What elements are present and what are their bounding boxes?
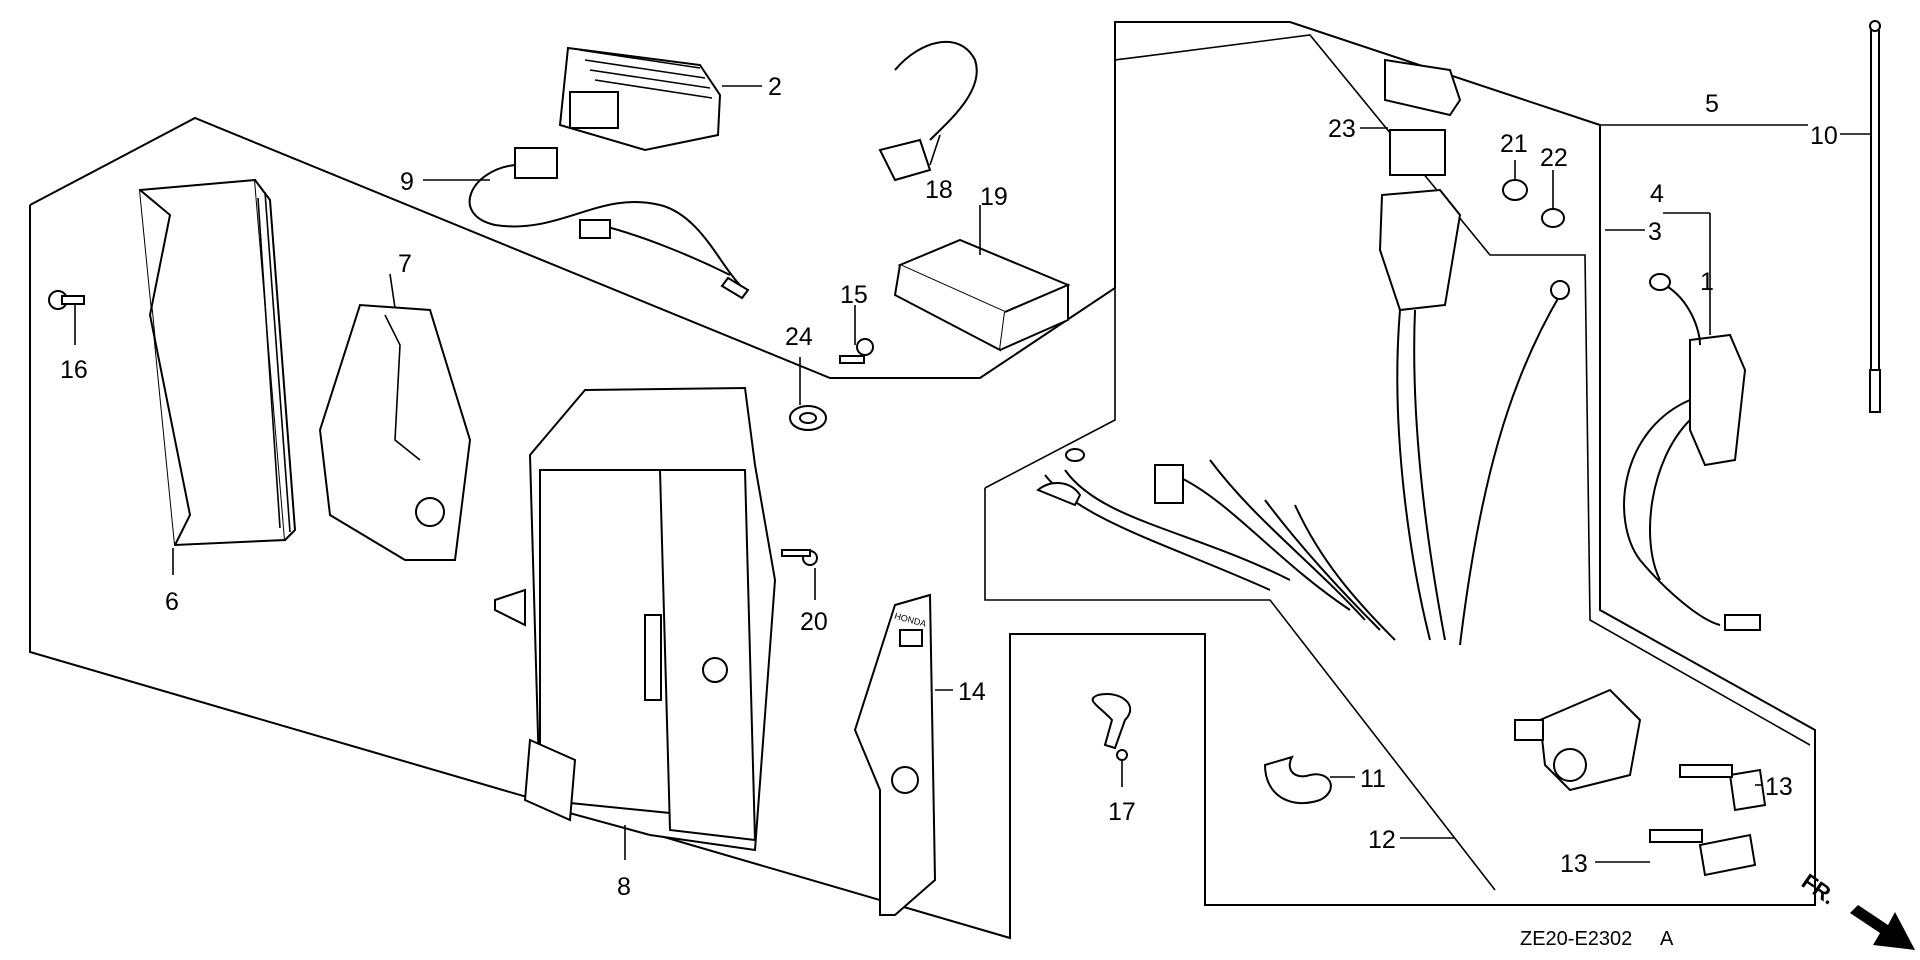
front-direction-indicator: FR.	[1797, 869, 1915, 950]
callout-5: 5	[1705, 90, 1719, 118]
rod-10-part	[1869, 20, 1881, 413]
callout-16: 16	[60, 356, 88, 384]
diagram-reference-code: ZE20-E2302	[1520, 928, 1632, 950]
callout-23: 23	[1328, 115, 1356, 143]
tube-19-part	[893, 238, 1071, 352]
callout-3: 3	[1648, 218, 1662, 246]
callout-11: 11	[1360, 765, 1386, 793]
callout-7: 7	[398, 250, 412, 278]
main-harness-part	[1036, 280, 1642, 792]
bracket-7-part	[318, 303, 472, 561]
callout-10: 10	[1810, 122, 1838, 150]
bolt-15-part	[839, 338, 874, 364]
side-cover-part	[138, 178, 297, 547]
callout-labels: 2 9 18 19 15 24 16 7 6 8 20 14 17 11 12 …	[60, 73, 1838, 901]
plate-14-part: HONDA	[853, 593, 937, 916]
direction-label: FR.	[1797, 869, 1840, 910]
callout-22: 22	[1540, 144, 1568, 172]
callout-9: 9	[400, 168, 414, 196]
diagram-revision-letter: A	[1660, 928, 1674, 950]
switch-1-part	[1623, 273, 1761, 631]
clamp-11-part	[1263, 755, 1332, 805]
screw-16-part	[48, 290, 85, 310]
callout-1: 1	[1700, 268, 1714, 296]
callout-13-lower: 13	[1560, 850, 1588, 878]
callout-4: 4	[1650, 180, 1664, 208]
callout-2: 2	[768, 73, 782, 101]
callout-17: 17	[1108, 798, 1136, 826]
callout-21: 21	[1500, 130, 1528, 158]
callout-19: 19	[980, 183, 1008, 211]
control-box-part	[494, 386, 777, 852]
clip-17-part	[1091, 693, 1132, 761]
nut-21-part	[1502, 179, 1528, 201]
harness-9-part	[468, 147, 750, 300]
callout-20: 20	[800, 608, 828, 636]
keys-13-part	[1649, 764, 1767, 877]
leader-lines	[74, 85, 1870, 863]
callout-14: 14	[958, 678, 986, 706]
callout-18: 18	[925, 176, 953, 204]
regulator-part	[558, 46, 722, 152]
bolt-20-part	[781, 549, 818, 566]
callout-13-upper: 13	[1765, 773, 1793, 801]
callout-24: 24	[785, 323, 813, 351]
callout-8: 8	[617, 873, 631, 901]
clamp-24-part	[789, 405, 827, 431]
callout-6: 6	[165, 588, 179, 616]
front-arrow-icon	[1850, 905, 1915, 950]
callout-12: 12	[1368, 826, 1396, 854]
fuse-holder-23-part	[1378, 58, 1462, 312]
cable-tie-18-part	[878, 41, 978, 182]
washer-22-part	[1541, 208, 1565, 228]
callout-15: 15	[840, 281, 868, 309]
